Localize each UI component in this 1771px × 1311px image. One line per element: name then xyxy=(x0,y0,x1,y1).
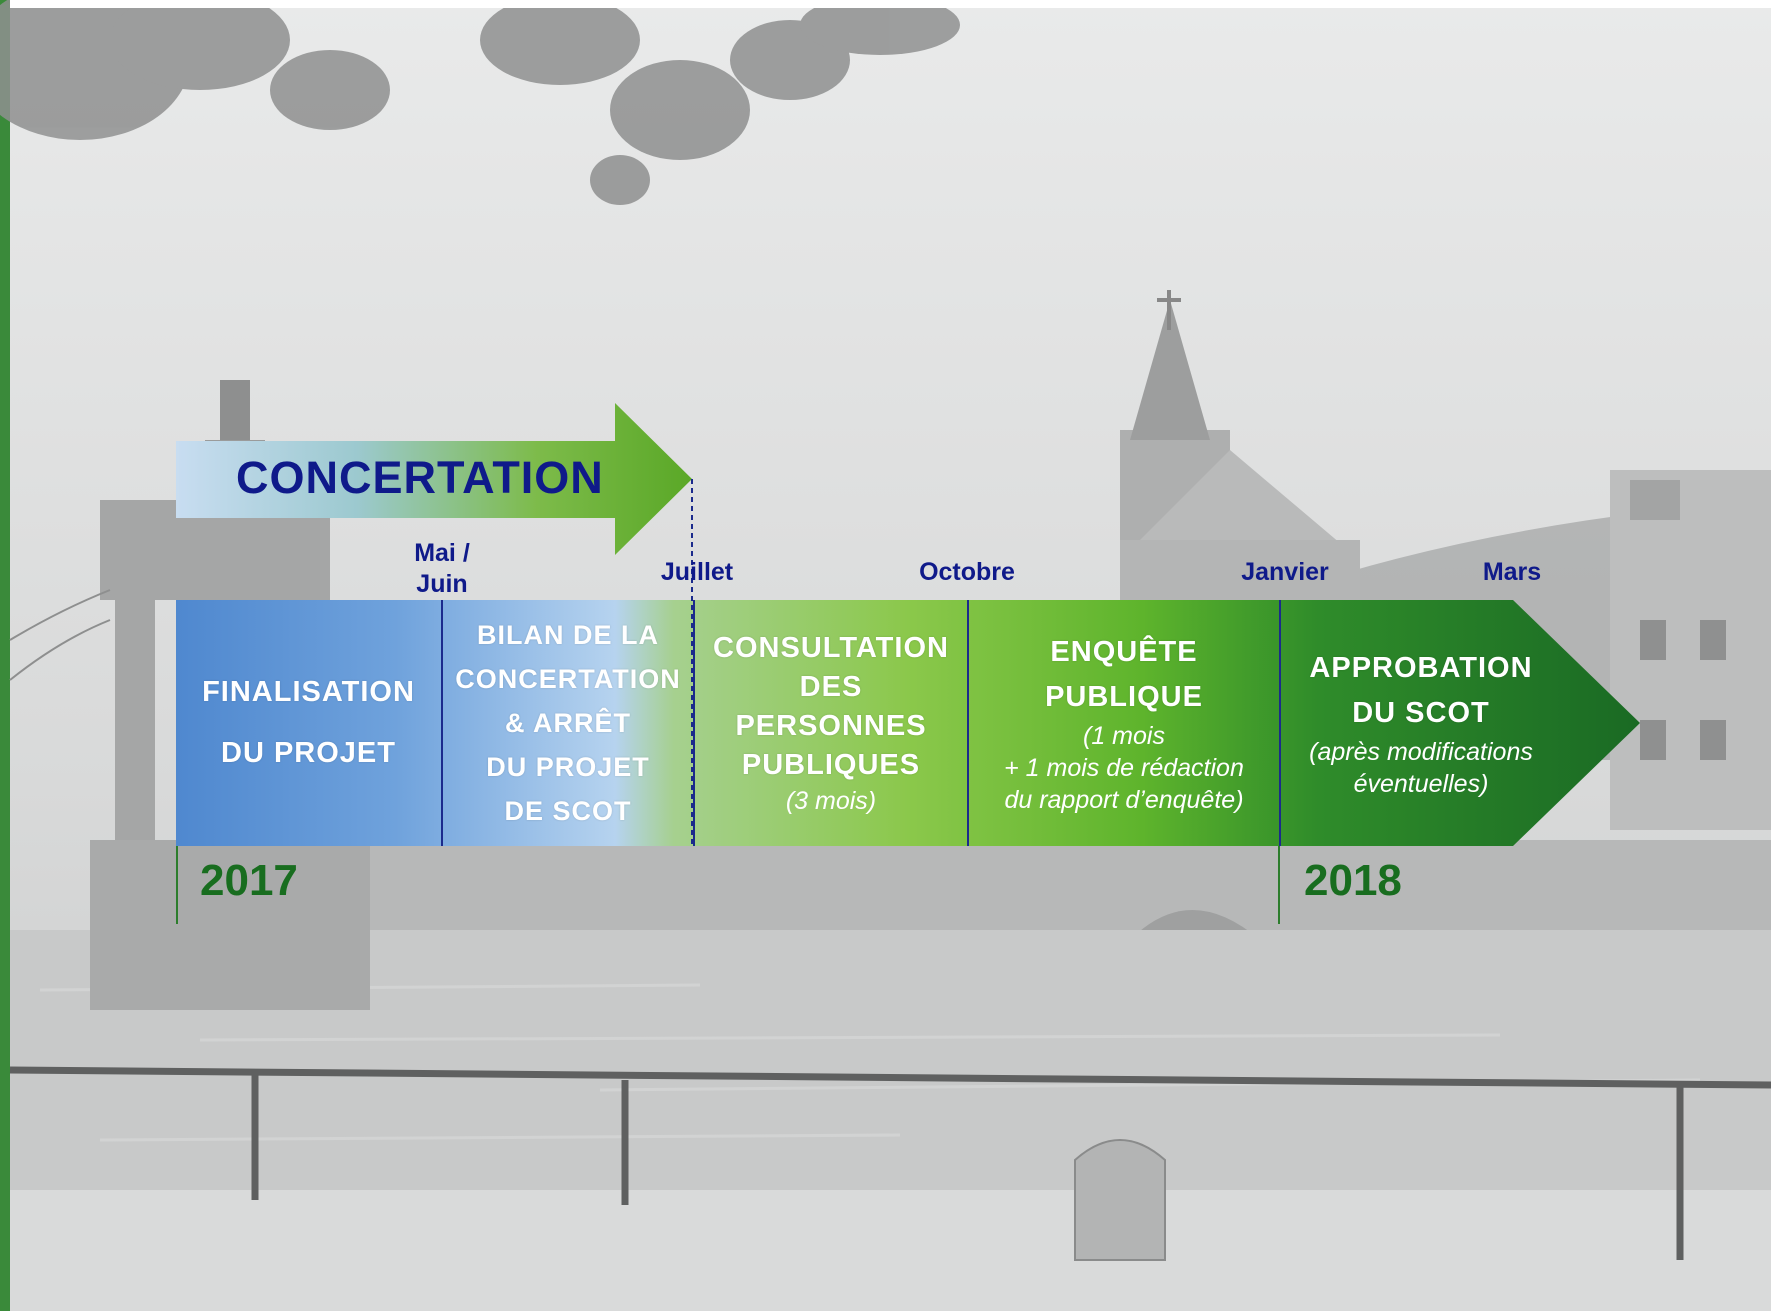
month-octobre: Octobre xyxy=(919,558,1015,586)
phase-title: Consultation des personnes publiques xyxy=(713,632,949,781)
timeline-band xyxy=(176,600,1640,846)
month-mars: Mars xyxy=(1482,558,1542,586)
phase-bilan: Bilan de la concertation & arrêt du proj… xyxy=(443,600,693,846)
year-2017: 2017 xyxy=(200,856,298,905)
divider-octobre xyxy=(967,600,969,846)
phase-enquete: Enquête publique (1 mois + 1 mois de réd… xyxy=(969,600,1279,846)
month-mai-juin: Mai / Juin xyxy=(414,539,470,598)
phase-note: (1 mois + 1 mois de rédaction du rapport… xyxy=(1004,722,1244,814)
month-juillet: Juillet xyxy=(660,558,734,586)
year-2018: 2018 xyxy=(1304,856,1402,905)
phase-consultation: Consultation des personnes publiques (3 … xyxy=(695,600,967,846)
year-marker-2018 xyxy=(1278,846,1280,924)
divider-janvier xyxy=(1279,600,1281,846)
phase-approbation: Approbation du SCoT (après modifications… xyxy=(1281,600,1561,846)
phase-finalisation: Finalisation du projet xyxy=(176,600,441,846)
month-janvier: Janvier xyxy=(1241,558,1329,586)
divider-juillet xyxy=(693,600,695,846)
phase-title: Finalisation du projet xyxy=(202,676,415,769)
divider-mai-juin xyxy=(441,600,443,846)
phase-note: (après modifications éventuelles) xyxy=(1309,738,1533,798)
concertation-arrow xyxy=(176,403,692,555)
year-marker-2017 xyxy=(176,846,178,924)
phase-title: Bilan de la concertation & arrêt du proj… xyxy=(455,620,681,826)
phase-note: (3 mois) xyxy=(785,787,877,815)
concertation-label: CONCERTATION xyxy=(236,452,604,503)
phase-title: Approbation du SCoT xyxy=(1309,652,1533,729)
phase-title: Enquête publique xyxy=(1045,636,1203,713)
